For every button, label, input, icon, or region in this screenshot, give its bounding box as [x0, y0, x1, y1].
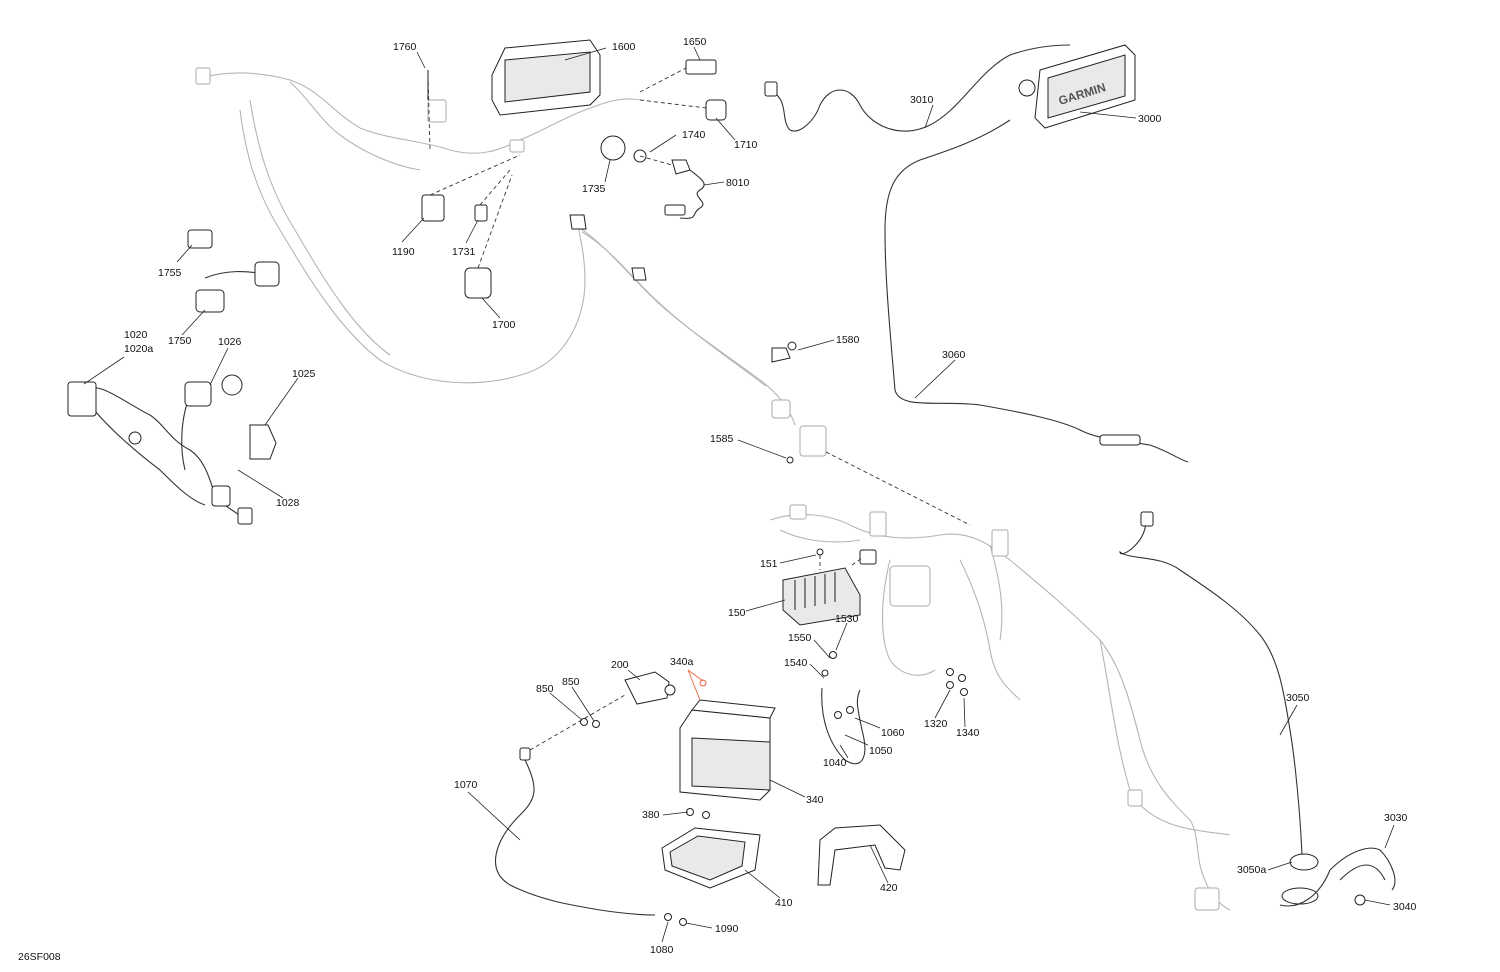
label-1060: 1060 [881, 727, 905, 739]
label-850-left: 850 [536, 683, 554, 695]
gauge-cluster [491, 39, 601, 116]
leader-lines [83, 46, 1395, 943]
left-connectors [67, 229, 280, 525]
label-1025: 1025 [292, 368, 316, 380]
label-1320: 1320 [924, 718, 948, 730]
label-1740: 1740 [682, 129, 706, 141]
label-1028: 1028 [276, 497, 300, 509]
label-340: 340 [806, 794, 824, 806]
label-3030: 3030 [1384, 812, 1408, 824]
label-1700: 1700 [492, 319, 516, 331]
clip-1580 [771, 341, 797, 363]
label-1050: 1050 [869, 745, 893, 757]
label-850-right: 850 [562, 676, 580, 688]
label-1026: 1026 [218, 336, 242, 348]
label-380: 380 [642, 809, 660, 821]
label-1540: 1540 [784, 657, 808, 669]
label-8010: 8010 [726, 177, 750, 189]
label-1040: 1040 [823, 757, 847, 769]
main-harness-lower [769, 504, 1231, 911]
label-3050: 3050 [1286, 692, 1310, 704]
main-harness-upper [195, 67, 827, 457]
label-340a: 340a [670, 656, 694, 668]
label-410: 410 [775, 897, 793, 909]
diagram-code: 26SF008 [18, 951, 61, 963]
label-3040: 3040 [1393, 901, 1417, 913]
label-1340: 1340 [956, 727, 980, 739]
label-1750: 1750 [168, 335, 192, 347]
label-1530: 1530 [835, 613, 859, 625]
connectors-top [421, 59, 727, 299]
label-3060: 3060 [942, 349, 966, 361]
label-151: 151 [760, 558, 778, 570]
label-1080: 1080 [650, 944, 674, 956]
right-accessory-cable [1119, 511, 1396, 907]
label-1070: 1070 [454, 779, 478, 791]
label-1550: 1550 [788, 632, 812, 644]
label-1585: 1585 [710, 433, 734, 445]
voltage-regulator [782, 548, 877, 626]
label-1600: 1600 [612, 41, 636, 53]
garmin-display: GARMIN [764, 44, 1189, 463]
label-1755: 1755 [158, 267, 182, 279]
part-labels: 1760 1600 1650 1710 1740 1735 8010 1190 … [18, 36, 1417, 963]
fastener-1585 [786, 451, 971, 526]
label-1580: 1580 [836, 334, 860, 346]
label-1735: 1735 [582, 183, 606, 195]
label-150: 150 [728, 607, 746, 619]
label-420: 420 [880, 882, 898, 894]
label-1190: 1190 [392, 246, 415, 258]
label-1650: 1650 [683, 36, 707, 48]
label-1020a: 1020a [124, 343, 153, 355]
label-3010: 3010 [910, 94, 934, 106]
label-3050a: 3050a [1237, 864, 1266, 876]
label-1731: 1731 [452, 246, 476, 258]
battery-group [494, 651, 968, 926]
label-1710: 1710 [734, 139, 758, 151]
label-1760: 1760 [393, 41, 417, 53]
label-1090: 1090 [715, 923, 739, 935]
label-3000: 3000 [1138, 113, 1162, 125]
label-200: 200 [611, 659, 629, 671]
label-1020: 1020 [124, 329, 148, 341]
